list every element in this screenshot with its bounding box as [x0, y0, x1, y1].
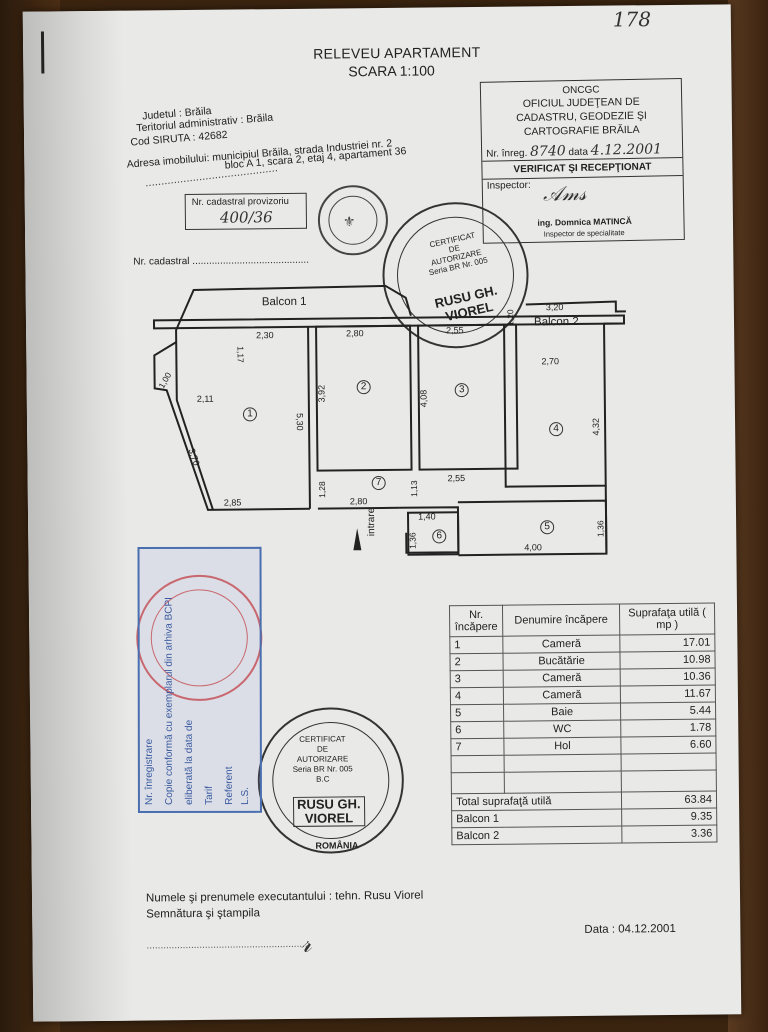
- coat-of-arms-icon: ⚜: [343, 213, 356, 229]
- dim-label: 3,20: [545, 302, 564, 313]
- bcpi-line3: eliberată la data de: [183, 719, 195, 805]
- dim-label: 4,08: [418, 389, 429, 408]
- table-cell: 5.44: [620, 702, 716, 721]
- table-cell: 1.78: [620, 719, 716, 738]
- wall-1-2: [307, 326, 311, 509]
- dim-label: 2,80: [349, 496, 368, 507]
- dim-label: 3,92: [316, 384, 327, 403]
- stamps-layer: ⚜: [136, 185, 529, 854]
- table-cell: Balcon 1: [451, 809, 622, 828]
- table-cell: Bucătărie: [502, 652, 621, 671]
- entrance-arrow-icon: [353, 528, 362, 551]
- dim-label: 1,40: [417, 511, 436, 522]
- plan-intrare: intrare: [365, 507, 378, 537]
- table-cell: Cameră: [502, 635, 620, 654]
- bcpi-line5: Referent: [223, 766, 235, 805]
- round-seal-lower: [257, 707, 404, 854]
- dim-label: 1,13: [408, 480, 420, 497]
- bcpi-line1: Nr. înregistrare: [143, 738, 155, 806]
- dim-label: 1,36: [407, 532, 418, 550]
- table-cell: 1: [449, 636, 503, 654]
- round-seal-small: [317, 185, 388, 256]
- room-number: 6: [432, 529, 447, 544]
- room6-outline: [406, 511, 460, 556]
- dim-label: 2,55: [446, 325, 464, 336]
- balcon2-outline: [525, 300, 626, 313]
- table-cell: Baie: [503, 703, 621, 722]
- balcon1-outline: [175, 284, 412, 511]
- dim-label: 4,00: [524, 542, 542, 553]
- plan-balcon1: Balcon 1: [261, 295, 307, 309]
- table-cell: 11.67: [620, 685, 716, 704]
- dim-label: 1,20: [505, 309, 516, 326]
- dim-label: 2,30: [256, 330, 274, 341]
- table-header-cell: Denumire încăpere: [502, 604, 620, 637]
- table-cell: 17.01: [619, 634, 715, 653]
- bcpi-line4: Tarif: [203, 785, 215, 805]
- rooms-table: Nr. încăpere Denumire încăpere Suprafaţa…: [449, 603, 717, 846]
- dim-label: 1,36: [595, 520, 606, 538]
- plan-balcon2: Balcon 2: [533, 315, 579, 329]
- table-cell: 9.35: [621, 808, 717, 827]
- bcpi-line2: Copie conformă cu exemplarul din arhiva …: [163, 597, 175, 805]
- document-page: 178 RELEVEU APARTAMENT SCARA 1:100 Judet…: [22, 4, 742, 1022]
- table-cell: 7: [450, 738, 505, 756]
- dim-label: 4,32: [590, 417, 601, 436]
- table-cell: 3.36: [621, 825, 717, 844]
- table-cell: 10.98: [619, 651, 716, 670]
- dim-label: 5,30: [294, 413, 305, 431]
- dim-label: 2,55: [447, 473, 466, 484]
- table-header-cell: Suprafaţa utilă ( mp ): [619, 603, 715, 636]
- room2-outline: [315, 324, 413, 472]
- table-row-empty: [451, 770, 717, 794]
- dim-label: 1,28: [316, 481, 328, 498]
- room-number: 5: [540, 520, 555, 535]
- table-cell: Cameră: [503, 669, 621, 688]
- table-cell: Balcon 2: [451, 826, 622, 845]
- room-number: 4: [549, 422, 564, 437]
- table-cell: 2: [449, 653, 504, 671]
- table-cell: 5: [450, 704, 504, 722]
- table-cell: Total suprafaţă utilă: [451, 792, 622, 811]
- signature-line: ........................................…: [146, 938, 308, 952]
- round-seal-upper: [382, 202, 529, 349]
- dim-label: 2,70: [541, 356, 560, 367]
- table-cell: 10.36: [620, 668, 716, 687]
- dim-label: 2,80: [346, 328, 364, 339]
- room-number: 1: [242, 407, 258, 422]
- table-cell: 6.60: [620, 736, 717, 755]
- red-seal: [136, 574, 263, 701]
- room-number: 3: [454, 383, 469, 398]
- room-number: 7: [371, 475, 386, 491]
- bcpi-stamp: Nr. înregistrare Copie conformă cu exemp…: [137, 546, 262, 814]
- room5-outline: [457, 499, 608, 557]
- room1-outline: [153, 341, 310, 511]
- floor-plan: [152, 284, 626, 557]
- dim-label: 1,17: [235, 346, 246, 363]
- table-cell: 63.84: [621, 791, 717, 810]
- lower-stamp-romania: ROMÂNIA: [315, 840, 359, 851]
- dim-label: 2,11: [196, 393, 214, 404]
- footer-semnatura: Semnătura şi ştampila: [146, 907, 261, 921]
- table-cell: Hol: [503, 737, 622, 756]
- table-cell: 6: [450, 721, 504, 739]
- table-cell: Cameră: [503, 686, 621, 705]
- footer-data: Data : 04.12.2001: [584, 922, 676, 936]
- table-header-row: Nr. încăpere Denumire încăpere Suprafaţa…: [449, 603, 715, 637]
- bcpi-line6: L.S.: [239, 787, 251, 805]
- room4-outline: [503, 323, 607, 488]
- table-header-cell: Nr. încăpere: [449, 605, 503, 637]
- room-number: 2: [356, 380, 371, 395]
- table-cell: WC: [503, 720, 621, 739]
- table-cell: 4: [450, 687, 504, 705]
- table-cell: 3: [450, 670, 504, 688]
- room3-outline: [417, 323, 519, 471]
- lower-stamp-name: RUSU GH.VIOREL: [292, 796, 365, 827]
- dim-label: 2,85: [223, 497, 242, 508]
